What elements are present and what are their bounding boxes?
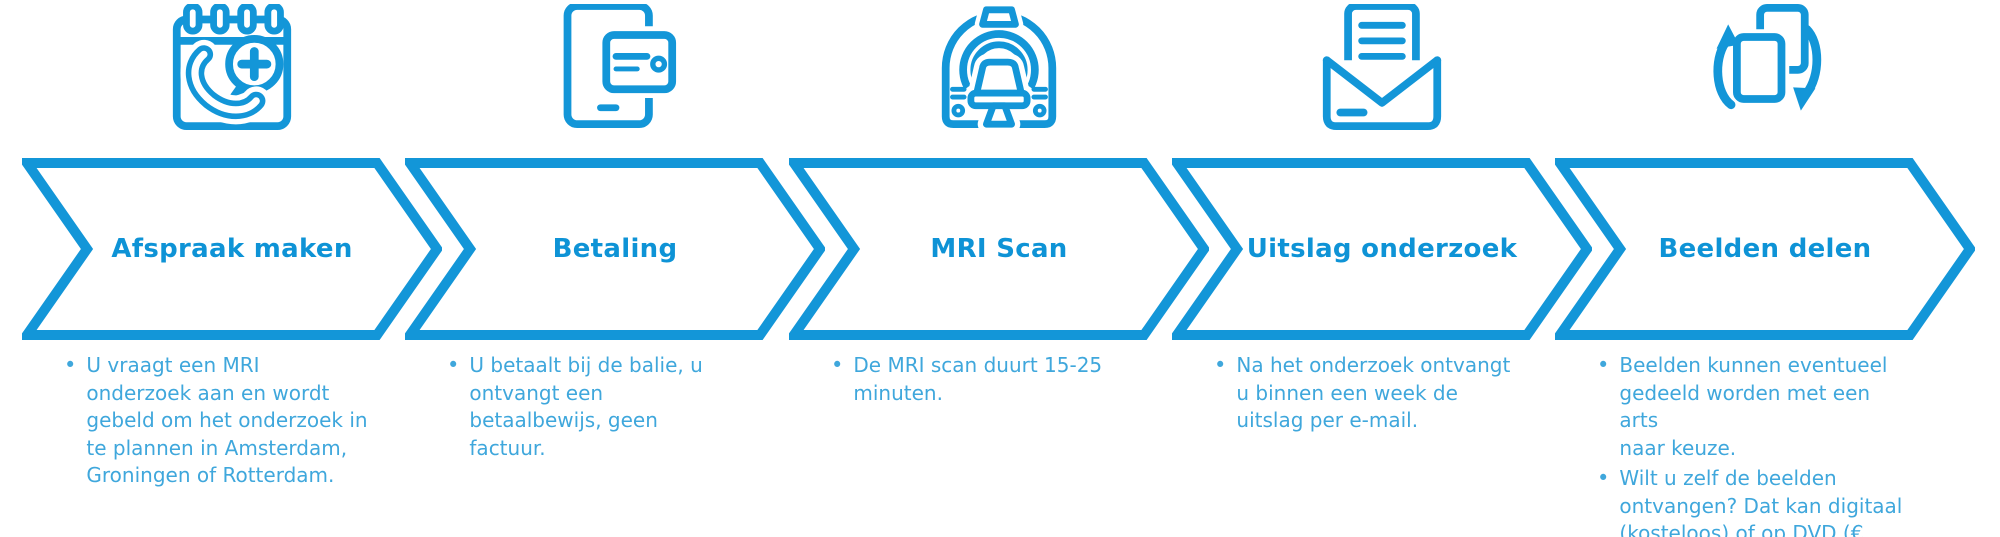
chevron-shape: MRI Scan [789, 158, 1209, 340]
step-notes: • Na het onderzoek ontvangt u binnen een… [1214, 352, 1532, 435]
bullet-dot: • [1597, 353, 1610, 377]
list-item: • De MRI scan duurt 15-25 minuten. [831, 353, 1103, 405]
bullet-dot: • [1214, 353, 1227, 377]
envelope-letter-icon [1319, 4, 1445, 130]
bullet-dot: • [831, 353, 844, 377]
mri-scanner-icon [936, 4, 1062, 130]
bullet-dot: • [447, 353, 460, 377]
step-title: Afspraak maken [111, 234, 353, 264]
step-uitslag-onderzoek: Uitslag onderzoek • Na het onderzoek ont… [1172, 0, 1592, 537]
bullet-dot: • [1597, 466, 1610, 490]
list-item: • U vraagt een MRI onderzoek aan en word… [64, 353, 368, 487]
bullet-dot: • [64, 353, 77, 377]
tablet-credit-card-icon [552, 4, 678, 130]
chevron-shape: Afspraak maken [22, 158, 442, 340]
calendar-phone-medical-icon [169, 4, 295, 130]
list-item: • Na het onderzoek ontvangt u binnen een… [1214, 353, 1511, 432]
list-item: • Wilt u zelf de beelden ontvangen? Dat … [1597, 466, 1903, 537]
step-beelden-delen: Beelden delen • Beelden kunnen eventueel… [1555, 0, 1975, 537]
step-title: Uitslag onderzoek [1246, 234, 1518, 264]
chevron-shape: Betaling [405, 158, 825, 340]
step-title: Betaling [552, 234, 678, 264]
chevron-shape: Beelden delen [1555, 158, 1975, 340]
step-afspraak-maken: Afspraak maken • U vraagt een MRI onderz… [22, 0, 442, 537]
step-notes: • U betaalt bij de balie, u ontvangt een… [447, 352, 765, 462]
step-notes: • De MRI scan duurt 15-25 minuten. [831, 352, 1149, 407]
step-mri-scan: MRI Scan • De MRI scan duurt 15-25 minut… [789, 0, 1209, 537]
step-title: Beelden delen [1658, 234, 1872, 264]
list-item: • Beelden kunnen eventueel gedeeld worde… [1597, 353, 1888, 460]
list-item: • U betaalt bij de balie, u ontvangt een… [447, 353, 703, 460]
chevron-shape: Uitslag onderzoek [1172, 158, 1592, 340]
step-notes: • U vraagt een MRI onderzoek aan en word… [64, 352, 382, 490]
step-betaling: Betaling • U betaalt bij de balie, u ont… [405, 0, 825, 537]
images-share-sync-icon [1702, 4, 1828, 130]
step-title: MRI Scan [930, 234, 1068, 264]
step-notes: • Beelden kunnen eventueel gedeeld worde… [1597, 352, 1915, 537]
